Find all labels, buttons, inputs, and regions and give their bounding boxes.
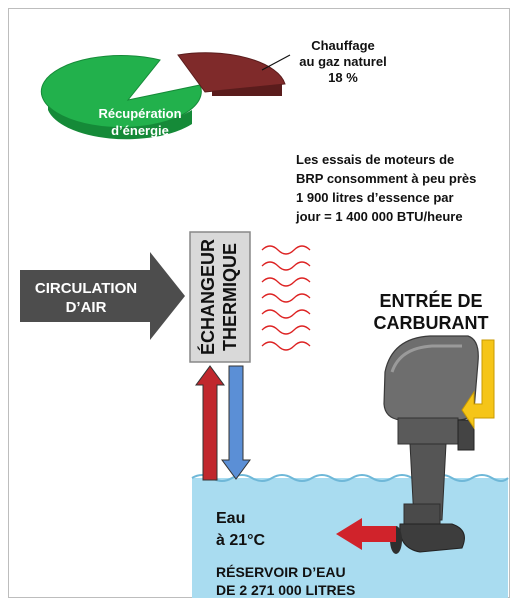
water-tank-label: RÉSERVOIR D’EAU DE 2 271 000 LITRES xyxy=(216,563,476,599)
tank-label-line1: RÉSERVOIR D’EAU xyxy=(216,564,346,580)
pie-label-recuperation-line2: d’énergie xyxy=(111,123,169,138)
water-temp-line2: à 21°C xyxy=(216,532,266,549)
pie-slice-gas xyxy=(177,52,286,93)
pie-label-gas: Chauffage au gaz naturel 18 % xyxy=(278,38,408,86)
air-label-line2: D’AIR xyxy=(65,299,107,316)
hot-flow-up-arrow xyxy=(195,365,225,481)
heat-waves-icon xyxy=(261,245,311,351)
fuel-label-line1: ENTRÉE DE xyxy=(379,291,483,311)
pie-slice-recuperation-side xyxy=(48,96,192,140)
pie-value-recuperation: 82 % xyxy=(125,140,155,155)
pie-label-gas-line1: Chauffage xyxy=(311,38,375,53)
note-line-1: Les essais de moteurs de xyxy=(296,152,455,167)
pie-label-recuperation-line1: Récupération xyxy=(98,106,182,121)
exchanger-label: ÉCHANGEUR THERMIQUE xyxy=(197,236,241,358)
air-label-line1: CIRCULATION xyxy=(34,280,138,297)
exhaust-flow-arrow xyxy=(336,518,396,550)
tank-label-line2: DE 2 271 000 LITRES xyxy=(216,582,356,598)
cold-flow-down-arrow xyxy=(221,365,251,480)
outboard-motor-icon xyxy=(383,335,479,554)
exchanger-label-line1: ÉCHANGEUR xyxy=(198,239,218,356)
consumption-note: Les essais de moteurs de BRP consomment … xyxy=(296,150,506,226)
pie-value-gas: 18 % xyxy=(328,70,358,85)
air-arrow xyxy=(20,252,185,340)
pie-slice-recuperation xyxy=(40,55,202,129)
water-temp-line1: Eau xyxy=(216,510,246,527)
fuel-label-line2: CARBURANT xyxy=(373,313,489,333)
note-line-4: jour = 1 400 000 BTU/heure xyxy=(296,209,463,224)
exchanger-box xyxy=(189,231,251,363)
note-line-2: BRP consomment à peu près xyxy=(296,171,477,186)
note-line-3: 1 900 litres d’essence par xyxy=(296,190,454,205)
pie-label-gas-line2: au gaz naturel xyxy=(299,54,387,69)
fuel-inlet-arrow xyxy=(461,339,495,430)
water-surface-icon xyxy=(191,474,509,482)
pie-leader-line xyxy=(261,54,291,71)
air-circulation-label: CIRCULATION D’AIR xyxy=(22,279,150,317)
pie-chart xyxy=(40,52,291,140)
exchanger-label-line2: THERMIQUE xyxy=(220,243,240,351)
fuel-inlet-label: ENTRÉE DE CARBURANT xyxy=(356,290,506,334)
pie-label-recuperation: Récupération d’énergie 82 % xyxy=(70,105,210,156)
water-temperature-label: Eau à 21°C xyxy=(216,508,326,552)
